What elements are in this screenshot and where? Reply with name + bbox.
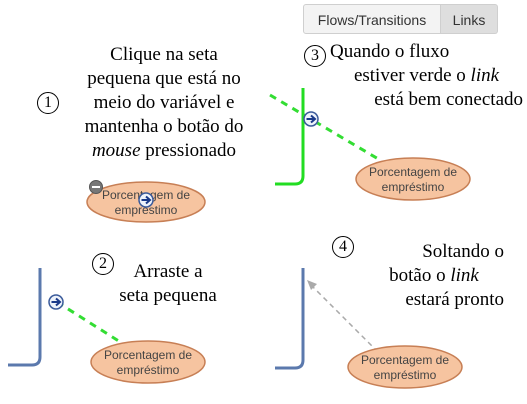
variable-ellipse[interactable] xyxy=(347,345,463,389)
step-3-line3: está bem conectado xyxy=(374,89,523,110)
link-dashed-green xyxy=(56,300,126,347)
step-4-em: link xyxy=(450,265,479,286)
step-3-text: Quando o fluxo estiver verde o link está… xyxy=(330,40,523,112)
variable-ellipse[interactable] xyxy=(355,157,471,201)
step-2-number: 2 xyxy=(92,253,114,275)
step4-diagram: Porcentagem de empréstimo xyxy=(275,268,463,389)
link-dashed-green xyxy=(269,93,381,162)
step-4-text: Soltando o botão o link estará pronto xyxy=(364,240,504,312)
link-arrow-handle-icon[interactable] xyxy=(48,294,64,310)
step-1-text: Clique na seta pequena que está no meio … xyxy=(64,43,264,163)
step-1-line: meio do variável e xyxy=(93,92,235,113)
link-dashed-gray xyxy=(311,285,379,353)
step-3-line1: Quando o fluxo xyxy=(330,41,450,62)
tab-flows-transitions[interactable]: Flows/Transitions xyxy=(303,4,441,34)
link-arrowhead-icon xyxy=(307,280,317,290)
step-4-line2-pre: botão o xyxy=(389,265,451,286)
step1-variable: Porcentagem de empréstimo xyxy=(86,180,206,223)
step-1-line: mantenha o botão do xyxy=(84,116,244,137)
link-arrow-handle-icon[interactable] xyxy=(138,192,154,208)
step-3-line2-pre: estiver verde o xyxy=(353,65,471,86)
variable-label-line2: empréstimo xyxy=(117,363,180,377)
step-4-line3: estará pronto xyxy=(405,289,504,310)
variable-label-line1: Porcentagem de xyxy=(361,353,449,367)
stock-edge xyxy=(8,268,42,367)
variable-ellipse[interactable] xyxy=(90,340,206,384)
tab-bar: Flows/Transitions Links xyxy=(303,4,498,34)
step-1-rest: pressionado xyxy=(140,140,237,161)
step2-diagram: Porcentagem de empréstimo xyxy=(8,268,206,384)
step3-diagram: Porcentagem de empréstimo xyxy=(269,88,471,201)
step-3-em: link xyxy=(470,65,500,86)
stock-edge-connected xyxy=(275,88,305,186)
step-2-line2: seta pequena xyxy=(119,285,217,306)
step-1-number: 1 xyxy=(37,92,59,114)
tab-links[interactable]: Links xyxy=(441,4,498,34)
variable-label-line2: empréstimo xyxy=(382,180,445,194)
step-4-line1: Soltando o xyxy=(422,241,504,262)
step-3-number: 3 xyxy=(304,45,326,67)
step-4-number: 4 xyxy=(332,236,354,258)
step-2-line1: Arraste a xyxy=(133,261,203,282)
delete-handle-icon[interactable] xyxy=(89,180,103,194)
step-3-line2: estiver verde o link xyxy=(330,64,523,88)
step-1-em: mouse xyxy=(91,140,141,161)
step-1-line: Clique na seta xyxy=(110,44,218,65)
step-1-line: pequena que está no xyxy=(87,68,241,89)
step-4-line2: botão o link xyxy=(364,264,504,288)
variable-label-line2: empréstimo xyxy=(374,368,437,382)
variable-label-line2: empréstimo xyxy=(115,203,178,217)
step-1-line: mouse pressionado xyxy=(64,139,264,163)
stock-edge xyxy=(275,268,305,370)
link-arrow-handle-icon[interactable] xyxy=(303,111,319,127)
variable-label-line1: Porcentagem de xyxy=(369,165,457,179)
variable-label-line1: Porcentagem de xyxy=(104,348,192,362)
